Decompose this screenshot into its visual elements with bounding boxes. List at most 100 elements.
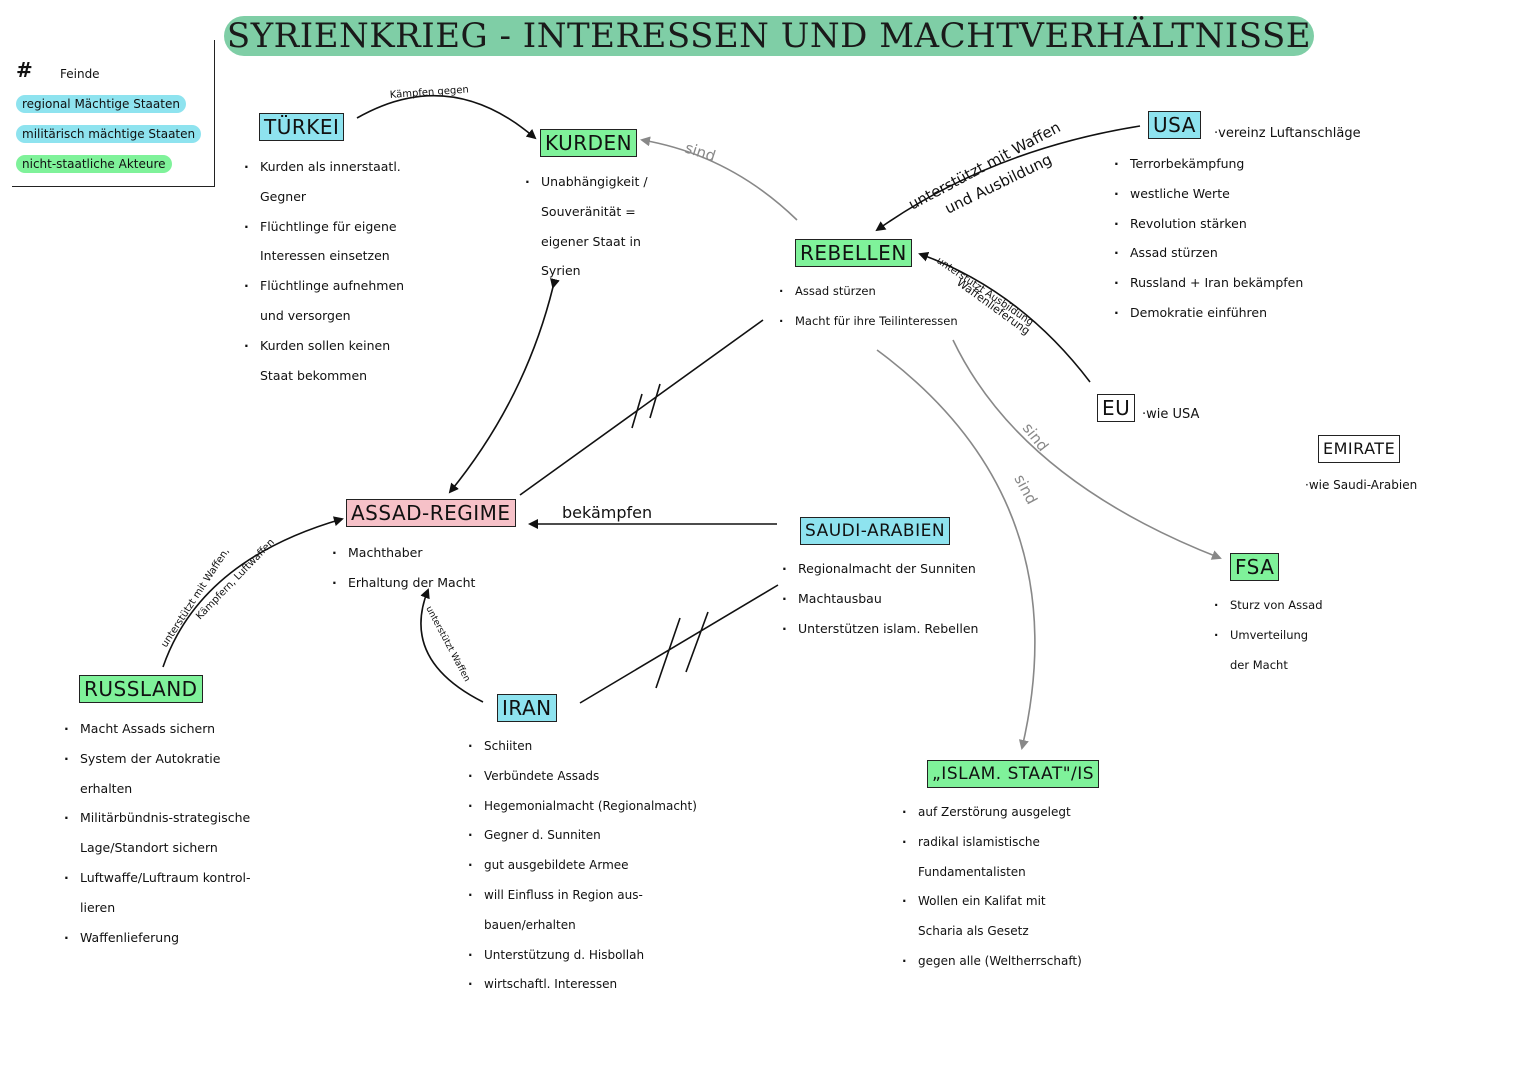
list-item: Luftwaffe/Luftraum kontrol-: [80, 863, 251, 893]
arrow-russland-assad: [162, 516, 344, 668]
list-item: Wollen ein Kalifat mit: [918, 887, 1082, 917]
list-item: Fundamentalisten: [918, 864, 1026, 879]
list-item: und versorgen: [260, 307, 351, 323]
legend-enemy: Feinde: [60, 67, 100, 81]
eu-inline: ·wie USA: [1142, 407, 1200, 422]
enemy-mark-rebellen-assad-2: [649, 383, 661, 419]
arrow-rebellen-fsa: [952, 339, 1222, 560]
list-item: Kurden sollen keinen: [260, 331, 404, 361]
list-item: Unterstützen islam. Rebellen: [798, 614, 978, 644]
arrow-rebellen-kurden: [640, 136, 798, 221]
list-item: Assad stürzen: [795, 277, 958, 307]
list-item: bauen/erhalten: [484, 917, 576, 932]
enemy-mark-saudi-iran-1: [655, 617, 681, 689]
list-item: auf Zerstörung ausgelegt: [918, 798, 1082, 828]
node-kurden: KURDEN: [540, 129, 638, 157]
arrow-iran-assad: [420, 588, 484, 703]
list-item: Unterstützung d. Hisbollah: [484, 941, 697, 971]
list-item: Souveränität =: [541, 203, 636, 219]
list-tuerkei: Kurden als innerstaatl. Gegner Flüchtlin…: [260, 152, 404, 390]
list-item: Gegner d. Sunniten: [484, 821, 697, 851]
label-bekaempfen: bekämpfen: [562, 503, 652, 522]
list-item: eigener Staat in: [541, 233, 641, 249]
node-assad-regime: ASSAD-REGIME: [346, 499, 516, 527]
list-item: Revolution stärken: [1130, 209, 1303, 239]
list-item: erhalten: [80, 780, 133, 796]
list-item: System der Autokratie: [80, 744, 251, 774]
list-is: auf Zerstörung ausgelegt radikal islamis…: [918, 798, 1082, 977]
list-iran: Schiiten Verbündete Assads Hegemonialmac…: [484, 732, 697, 1000]
enemy-line-saudi-iran: [579, 584, 779, 704]
list-kurden: Unabhängigkeit / Souveränität = eigener …: [541, 167, 648, 286]
label-iran-assad: unterstützt Waffen: [423, 605, 471, 684]
list-item: radikal islamistische: [918, 828, 1082, 858]
label-eu-rebellen-2: Waffenlieferung: [954, 276, 1032, 338]
node-tuerkei: TÜRKEI: [259, 113, 345, 141]
usa-inline: ·vereinz Luftanschläge: [1214, 126, 1361, 141]
list-item: der Macht: [1230, 657, 1288, 672]
list-item: Macht Assads sichern: [80, 714, 251, 744]
node-usa: USA: [1148, 111, 1201, 139]
list-saudi: Regionalmacht der Sunniten Machtausbau U…: [798, 554, 978, 643]
list-item: Erhaltung der Macht: [348, 568, 475, 598]
node-eu: EU: [1097, 394, 1136, 422]
list-item: Flüchtlinge für eigene: [260, 212, 404, 242]
legend: # Feinde regional Mächtige Staaten milit…: [12, 40, 215, 187]
list-item: Schiiten: [484, 732, 697, 762]
list-item: wirtschaftl. Interessen: [484, 970, 697, 1000]
list-fsa: Sturz von Assad Umverteilung der Macht: [1230, 591, 1323, 680]
list-item: gut ausgebildete Armee: [484, 851, 697, 881]
node-fsa: FSA: [1230, 553, 1280, 581]
list-assad: Machthaber Erhaltung der Macht: [348, 538, 475, 598]
emirate-inline: ·wie Saudi-Arabien: [1305, 478, 1418, 492]
list-item: Kurden als innerstaatl.: [260, 152, 404, 182]
list-item: Militärbündnis-strategische: [80, 803, 251, 833]
list-item: Staat bekommen: [260, 367, 368, 383]
node-russland: RUSSLAND: [79, 675, 203, 703]
list-item: Unabhängigkeit /: [541, 167, 648, 197]
list-item: Sturz von Assad: [1230, 591, 1323, 621]
list-item: Demokratie einführen: [1130, 298, 1303, 328]
list-item: Machtausbau: [798, 584, 978, 614]
list-item: Machthaber: [348, 538, 475, 568]
list-russland: Macht Assads sichern System der Autokrat…: [80, 714, 251, 952]
list-item: Terrorbekämpfung: [1130, 149, 1303, 179]
node-rebellen: REBELLEN: [795, 239, 912, 267]
arrow-eu-rebellen: [918, 252, 1091, 383]
enemy-mark-rebellen-assad-1: [631, 393, 643, 429]
list-item: Gegner: [260, 188, 307, 204]
list-item: gegen alle (Weltherrschaft): [918, 947, 1082, 977]
enemy-mark-saudi-iran-2: [685, 611, 709, 673]
label-rebellen-kurden-sind: sind: [683, 139, 718, 166]
legend-regional: regional Mächtige Staaten: [16, 95, 186, 113]
node-islamischer-staat: „ISLAM. STAAT"/IS: [927, 760, 1100, 788]
list-item: Waffenlieferung: [80, 923, 251, 953]
arrow-kurden-assad: [448, 278, 560, 494]
list-item: Umverteilung: [1230, 621, 1323, 651]
legend-military: militärisch mächtige Staaten: [16, 125, 202, 143]
node-iran: IRAN: [497, 694, 557, 722]
list-rebellen: Assad stürzen Macht für ihre Teilinteres…: [795, 277, 958, 337]
list-item: Syrien: [541, 263, 581, 279]
list-item: Lage/Standort sichern: [80, 840, 218, 856]
list-item: Regionalmacht der Sunniten: [798, 554, 978, 584]
arrow-tuerkei-kurden: [356, 94, 537, 140]
node-saudi-arabien: SAUDI-ARABIEN: [800, 517, 951, 545]
list-item: westliche Werte: [1130, 179, 1303, 209]
list-item: Hegemonialmacht (Regionalmacht): [484, 792, 697, 822]
list-item: Verbündete Assads: [484, 762, 697, 792]
list-item: Flüchtlinge aufnehmen: [260, 271, 404, 301]
list-usa: Terrorbekämpfung westliche Werte Revolut…: [1130, 149, 1303, 328]
list-item: lieren: [80, 899, 116, 915]
legend-nonstate: nicht-staatliche Akteure: [16, 155, 172, 173]
arrow-usa-rebellen: [875, 125, 1141, 232]
page-title: SYRIENKRIEG - INTERESSEN UND MACHTVERHÄL…: [224, 16, 1314, 56]
enemy-symbol: #: [16, 58, 33, 82]
enemy-line-rebellen-assad: [519, 319, 764, 496]
list-item: Russland + Iran bekämpfen: [1130, 268, 1303, 298]
list-item: Macht für ihre Teilinteressen: [795, 307, 958, 337]
list-item: Interessen einsetzen: [260, 248, 390, 264]
list-item: Scharia als Gesetz: [918, 924, 1029, 939]
arrow-rebellen-is: [876, 349, 1036, 750]
